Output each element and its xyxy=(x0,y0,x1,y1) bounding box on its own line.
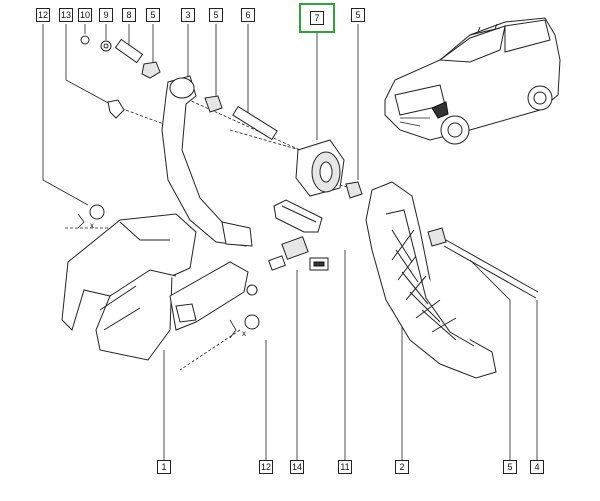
callout-7-highlighted[interactable]: 7 xyxy=(299,3,335,33)
torque-marks: x x xyxy=(77,213,246,339)
callout-5-second[interactable]: 5 xyxy=(209,8,223,22)
callout-2[interactable]: 2 xyxy=(395,460,409,474)
callout-5-bottom[interactable]: 5 xyxy=(503,460,517,474)
pedal-switch xyxy=(268,236,329,271)
torque-mark-x-2: x xyxy=(242,329,246,338)
callout-6[interactable]: 6 xyxy=(241,8,255,22)
callout-14[interactable]: 14 xyxy=(290,460,304,474)
roller-bushing xyxy=(295,139,345,197)
pedal-pad xyxy=(273,199,323,233)
callout-3[interactable]: 3 xyxy=(181,8,195,22)
torque-mark-x-1: x xyxy=(90,221,94,230)
callout-12-top[interactable]: 12 xyxy=(36,8,50,22)
vehicle-illustration xyxy=(384,17,561,145)
callout-1[interactable]: 1 xyxy=(157,460,171,474)
pedal-bracket xyxy=(61,213,258,361)
callout-12-bottom[interactable]: 12 xyxy=(259,460,273,474)
callout-13[interactable]: 13 xyxy=(59,8,73,22)
fastener-parts xyxy=(80,35,539,330)
accelerator-pedal xyxy=(365,181,497,379)
clutch-pedal xyxy=(161,75,253,247)
callout-4[interactable]: 4 xyxy=(530,460,544,474)
callout-5-right[interactable]: 5 xyxy=(351,8,365,22)
callout-10[interactable]: 10 xyxy=(78,8,92,22)
callout-8[interactable]: 8 xyxy=(122,8,136,22)
callout-9[interactable]: 9 xyxy=(99,8,113,22)
callout-5-top[interactable]: 5 xyxy=(146,8,160,22)
leader-lines xyxy=(42,24,538,460)
callout-11[interactable]: 11 xyxy=(338,460,352,474)
